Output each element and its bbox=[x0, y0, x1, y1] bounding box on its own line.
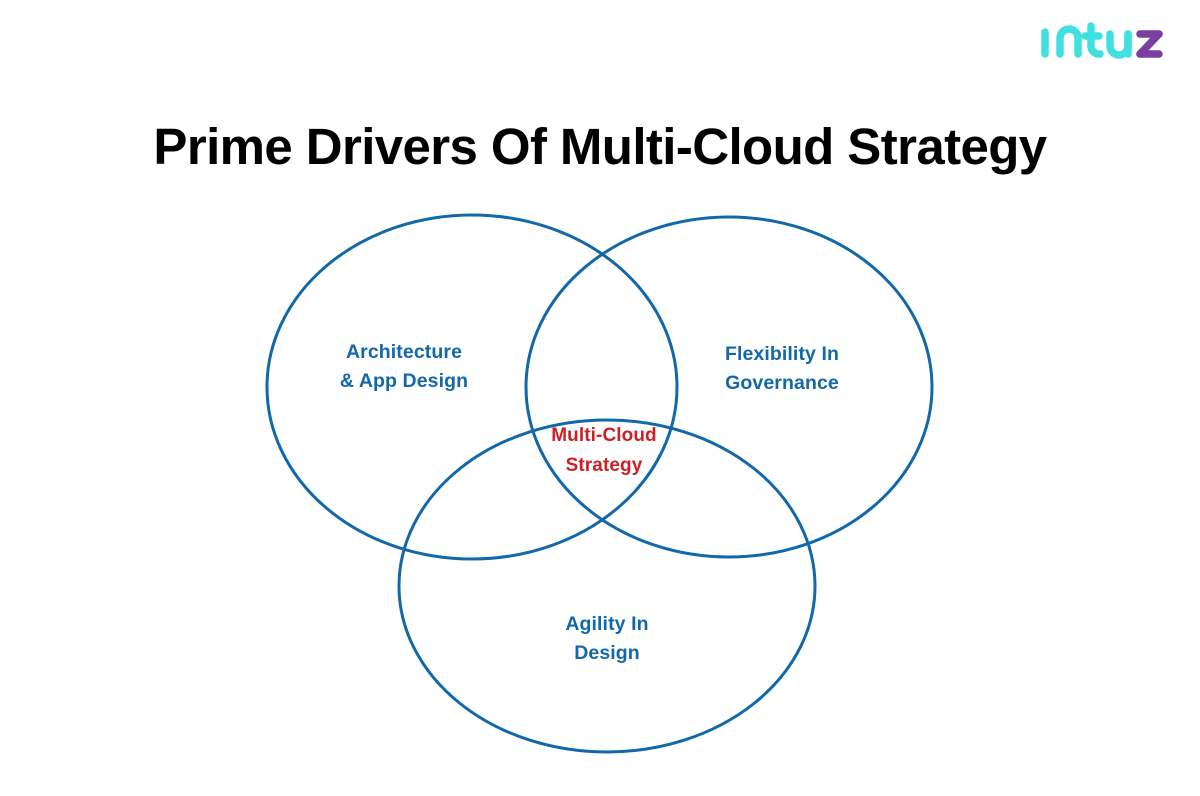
venn-circle-agility-in-design bbox=[397, 418, 817, 754]
page-title: Prime Drivers Of Multi-Cloud Strategy bbox=[153, 118, 1047, 176]
venn-circle-flexibility-in-governance bbox=[524, 215, 934, 559]
intuz-wordmark-icon bbox=[1041, 22, 1163, 59]
intuz-logo bbox=[1036, 18, 1166, 66]
venn-circle-architecture-app-design bbox=[265, 213, 679, 561]
